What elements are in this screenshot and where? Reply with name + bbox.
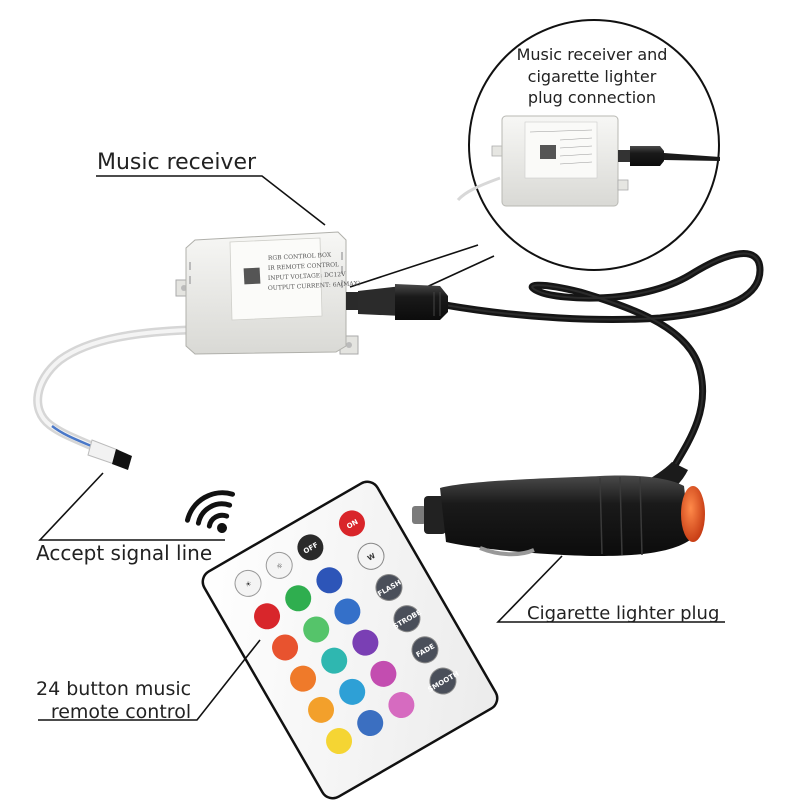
- sun-icon: ☼: [275, 561, 284, 571]
- color-button[interactable]: [303, 692, 339, 728]
- remote-w-button[interactable]: [353, 539, 389, 575]
- remote-on-button[interactable]: [334, 506, 370, 542]
- remote-strobe-button[interactable]: [389, 601, 425, 637]
- cigarette-lighter-plug: [412, 462, 705, 557]
- inset-caption-line: Music receiver and: [516, 45, 668, 64]
- color-button[interactable]: [334, 674, 370, 710]
- inset-caption-line: plug connection: [527, 88, 657, 108]
- color-button[interactable]: [321, 723, 357, 759]
- receiver-label-line: OUTPUT CURRENT: 6A(MAX): [268, 280, 361, 292]
- receiver-label-line: RGB CONTROL BOX: [268, 252, 332, 262]
- dc-plug-cable: [346, 250, 764, 474]
- plug-indicator-tip: [681, 486, 705, 542]
- color-button[interactable]: [348, 625, 384, 661]
- accept-signal-pointer: [38, 472, 225, 541]
- remote-label-line: remote control: [50, 700, 192, 723]
- color-button[interactable]: [312, 563, 348, 599]
- inset-pointer-line: [349, 244, 479, 288]
- color-button[interactable]: [366, 656, 402, 692]
- receiver-label-line: IR REMOTE CONTROL: [268, 261, 340, 272]
- sun-icon: ☀: [244, 579, 253, 589]
- color-button[interactable]: [280, 581, 316, 617]
- remote-pointer: [38, 639, 261, 721]
- color-button[interactable]: [352, 705, 388, 741]
- inset-caption: Music receiver and cigarette lighter plu…: [492, 44, 692, 109]
- color-button[interactable]: [316, 643, 352, 679]
- signal-wire: [33, 325, 193, 470]
- remote-fade-button[interactable]: [407, 632, 443, 668]
- color-button[interactable]: [330, 594, 366, 630]
- brightness-up-button[interactable]: [230, 566, 266, 602]
- music-receiver-pointer: [96, 175, 326, 226]
- inset-receiver-box: [491, 115, 629, 207]
- remote-label-line: 24 button music: [36, 678, 192, 700]
- color-button[interactable]: [267, 630, 303, 666]
- inset-dc-plug: [618, 146, 720, 166]
- color-button[interactable]: [298, 612, 334, 648]
- color-button[interactable]: [249, 599, 285, 635]
- color-button[interactable]: [285, 661, 321, 697]
- remote-off-button[interactable]: [293, 530, 329, 566]
- wireless-signal-icon: [184, 490, 236, 533]
- remote-smooth-button[interactable]: [425, 663, 461, 699]
- remote-flash-button[interactable]: [371, 570, 407, 606]
- inset-detail-circle: [456, 19, 720, 271]
- receiver-label-line: INPUT VOLTAGE: DC12V: [268, 271, 347, 282]
- cig-plug-pointer: [496, 555, 725, 623]
- inset-pointer-line: [419, 255, 495, 291]
- inset-caption-line: cigarette lighter: [527, 66, 657, 86]
- cigarette-lighter-plug-label: Cigarette lighter plug: [527, 603, 720, 624]
- accept-signal-line-label: Accept signal line: [36, 541, 213, 565]
- color-button[interactable]: [384, 687, 420, 723]
- music-receiver-box: RGB CONTROL BOX IR REMOTE CONTROL INPUT …: [175, 231, 361, 355]
- remote-control-label: 24 button music remote control: [36, 678, 191, 724]
- remote-button-label: W: [366, 552, 377, 563]
- brightness-down-button[interactable]: [261, 548, 297, 584]
- music-receiver-label: Music receiver: [97, 150, 257, 175]
